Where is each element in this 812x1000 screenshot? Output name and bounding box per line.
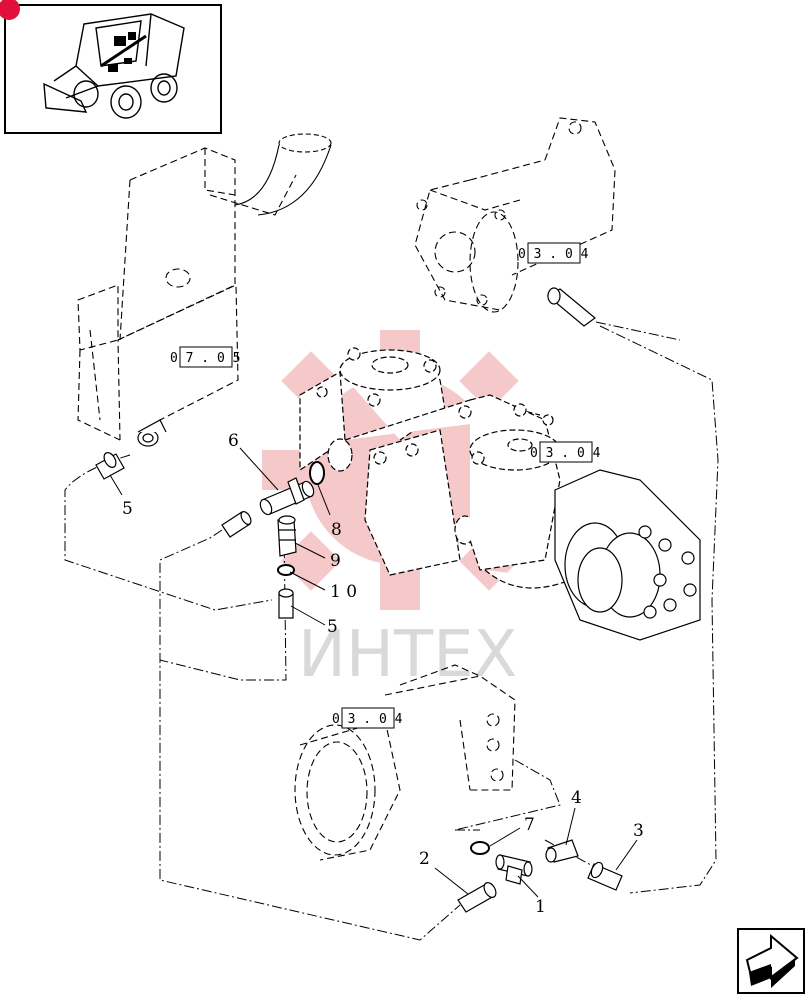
ref-label-lower-motor: 0 3 . 0 4 — [332, 707, 403, 729]
callout-4: 4 — [571, 788, 582, 808]
o-ring-8 — [309, 461, 325, 485]
frame-assembly — [77, 147, 297, 441]
pump-valve-block — [554, 469, 701, 641]
callout-6: 6 — [228, 431, 239, 451]
frame-connector — [137, 419, 167, 447]
skid-steer-loader-icon — [43, 13, 185, 119]
upper-motor-fitting — [546, 287, 596, 327]
frame-tube — [234, 133, 332, 216]
svg-text:0 7 . 0 5: 0 7 . 0 5 — [170, 351, 240, 366]
hose-fitting-2 — [457, 882, 497, 913]
o-ring-7 — [470, 841, 490, 855]
watermark-text: ИНТЕХ — [298, 618, 517, 692]
next-page-button[interactable] — [737, 928, 805, 994]
svg-text:0 3 . 0 4: 0 3 . 0 4 — [518, 247, 589, 262]
svg-text:0 3 . 0 4: 0 3 . 0 4 — [332, 712, 403, 727]
ref-label-pump: 0 3 . 0 4 — [530, 441, 601, 463]
fittings — [95, 419, 623, 913]
ref-label-upper-motor: 0 3 . 0 4 — [518, 242, 589, 264]
cap-10 — [277, 564, 295, 576]
machine-thumbnail[interactable] — [0, 0, 222, 134]
hose-fitting-3 — [587, 861, 623, 891]
elbow-fitting-4 — [545, 839, 579, 863]
tee-fitting-1 — [495, 854, 533, 885]
svg-text:0 3 . 0 4: 0 3 . 0 4 — [530, 446, 601, 461]
tee-fitting-6 — [259, 477, 315, 516]
page-badge-icon — [0, 0, 20, 20]
callout-7: 7 — [524, 815, 535, 835]
callout-10: 1 0 — [330, 582, 357, 602]
callout-1: 1 — [535, 897, 546, 917]
upper-drive-motor — [414, 117, 616, 313]
hose-fitting-5-lower — [278, 588, 294, 619]
hose-fitting-left — [221, 511, 252, 538]
lower-drive-motor — [294, 664, 516, 861]
next-page-arrow-icon — [745, 933, 799, 988]
callout-9: 9 — [330, 551, 341, 571]
callout-8: 8 — [331, 520, 342, 540]
ref-label-frame: 0 7 . 0 5 — [170, 346, 240, 368]
adapter-9 — [277, 515, 297, 557]
callout-5-lower: 5 — [327, 617, 338, 637]
callout-2: 2 — [419, 849, 430, 869]
leader-lines — [109, 447, 638, 898]
hydraulic-pump-assembly — [299, 347, 571, 589]
hose-fitting-5-upper — [95, 452, 125, 480]
callout-3: 3 — [633, 821, 644, 841]
callout-5-upper: 5 — [122, 499, 133, 519]
